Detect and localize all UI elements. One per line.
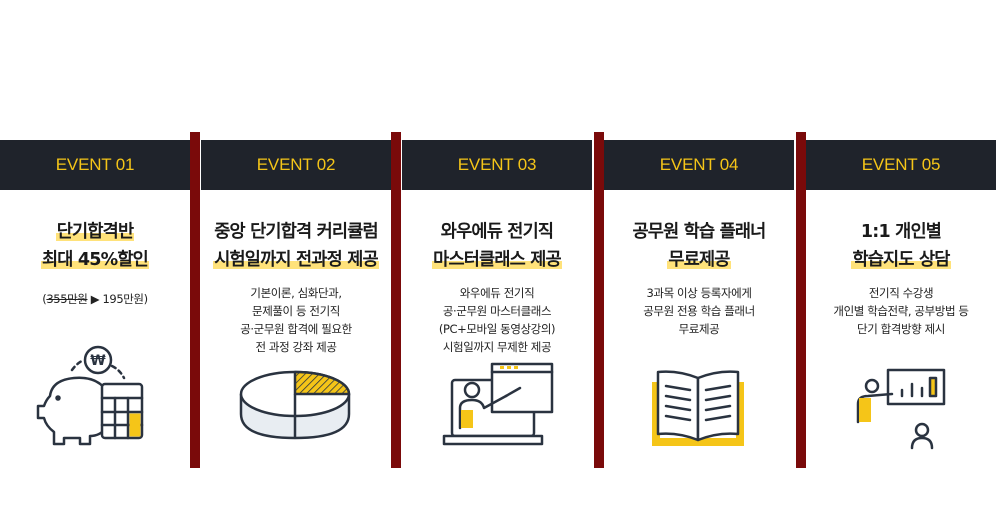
event-title-line1: 중앙 단기합격 커리큘럼	[214, 222, 378, 242]
divider	[391, 132, 401, 468]
event-label: EVENT 03	[402, 140, 592, 190]
event-desc: 3과목 이상 등록자에게 공무원 전용 학습 플래너 무료제공	[604, 284, 794, 338]
event-card-4: EVENT 04 공무원 학습 플래너 무료제공 3과목 이상 등록자에게 공무…	[604, 140, 794, 468]
event-title: 단기합격반 최대 45%할인	[0, 218, 190, 274]
event-card-2: EVENT 02 중앙 단기합격 커리큘럼 시험일까지 전과정 제공 기본이론,…	[201, 140, 391, 468]
event-title-line2: 학습지도 상담	[851, 250, 951, 270]
event-title-line2: 최대 45%할인	[41, 250, 149, 270]
event-title: 중앙 단기합격 커리큘럼 시험일까지 전과정 제공	[201, 218, 391, 274]
event-title: 공무원 학습 플래너 무료제공	[604, 218, 794, 274]
event-card-5: EVENT 05 1:1 개인별 학습지도 상담 전기직 수강생 개인별 학습전…	[806, 140, 996, 468]
desc-line: 단기 합격방향 제시	[857, 322, 945, 336]
event-label: EVENT 04	[604, 140, 794, 190]
event-title-line2: 시험일까지 전과정 제공	[213, 250, 379, 270]
divider	[190, 132, 200, 468]
divider	[796, 132, 806, 468]
event-desc: (355만원 ▶ 195만원)	[0, 290, 190, 308]
pie-chart-icon	[201, 336, 391, 456]
event-label: EVENT 01	[0, 140, 190, 190]
desc-line: 공·군무원 합격에 필요한	[240, 322, 352, 336]
event-label: EVENT 05	[806, 140, 996, 190]
coin-symbol: ₩	[90, 353, 106, 369]
desc-close-paren: )	[143, 292, 149, 306]
event-label: EVENT 02	[201, 140, 391, 190]
event-title-line1: 공무원 학습 플래너	[632, 222, 767, 242]
event-title-line1: 1:1 개인별	[860, 222, 942, 242]
desc-line: 3과목 이상 등록자에게	[646, 286, 752, 300]
desc-line: 전 과정 강좌 제공	[255, 340, 337, 354]
event-card-1: EVENT 01 단기합격반 최대 45%할인 (355만원 ▶ 195만원)	[0, 140, 190, 468]
desc-line: 무료제공	[678, 322, 720, 336]
discount-price: 195만원	[102, 292, 144, 306]
event-benefits-section: EVENT 01 단기합격반 최대 45%할인 (355만원 ▶ 195만원)	[0, 132, 1000, 468]
original-price: 355만원	[46, 292, 88, 306]
event-title: 1:1 개인별 학습지도 상담	[806, 218, 996, 274]
desc-line: 와우에듀 전기직	[459, 286, 535, 300]
piggy-bank-calculator-icon: ₩	[0, 336, 190, 456]
desc-line: 개인별 학습전략, 공부방법 등	[833, 304, 969, 318]
desc-line: 전기직 수강생	[868, 286, 934, 300]
event-title-line2: 무료제공	[667, 250, 731, 270]
divider	[594, 132, 604, 468]
desc-line: 문제풀이 등 전기직	[252, 304, 340, 318]
desc-line: 기본이론, 심화단과,	[250, 286, 342, 300]
laptop-lecture-icon	[402, 336, 592, 456]
open-book-icon	[604, 336, 794, 456]
event-desc: 전기직 수강생 개인별 학습전략, 공부방법 등 단기 합격방향 제시	[806, 284, 996, 338]
event-title-line1: 단기합격반	[55, 222, 135, 242]
event-card-3: EVENT 03 와우에듀 전기직 마스터클래스 제공 와우에듀 전기직 공·군…	[402, 140, 592, 468]
event-title-line2: 마스터클래스 제공	[432, 250, 562, 270]
desc-open-paren: (	[42, 292, 47, 306]
consulting-board-icon	[806, 336, 996, 456]
desc-line: 시험일까지 무제한 제공	[442, 340, 552, 354]
event-desc: 기본이론, 심화단과, 문제풀이 등 전기직 공·군무원 합격에 필요한 전 과…	[201, 284, 391, 356]
event-desc: 와우에듀 전기직 공·군무원 마스터클래스 (PC+모바일 동영상강의) 시험일…	[402, 284, 592, 356]
arrow-icon: ▶	[90, 292, 100, 306]
desc-line: 공무원 전용 학습 플래너	[643, 304, 755, 318]
desc-line: 공·군무원 마스터클래스	[442, 304, 552, 318]
desc-line: (PC+모바일 동영상강의)	[438, 322, 556, 336]
event-title-line1: 와우에듀 전기직	[440, 222, 554, 242]
event-title: 와우에듀 전기직 마스터클래스 제공	[402, 218, 592, 274]
